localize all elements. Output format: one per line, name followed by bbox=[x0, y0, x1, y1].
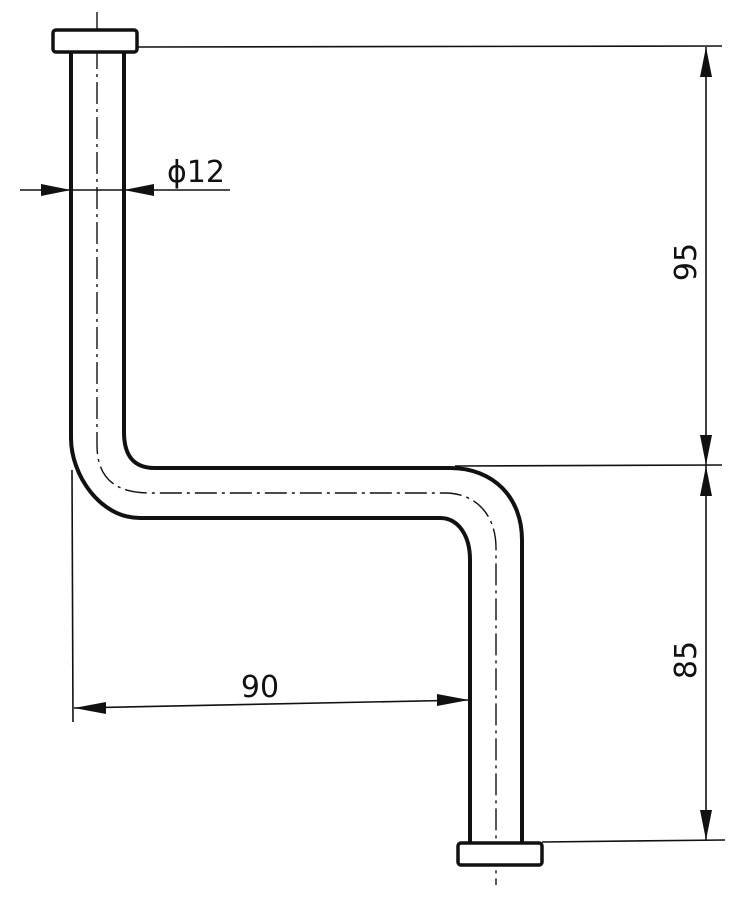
arrowhead-diameter-left bbox=[41, 184, 71, 196]
arrowhead-horizontal-right bbox=[437, 694, 469, 706]
extension-line-left bbox=[71, 469, 74, 723]
diameter-label: ϕ12 bbox=[167, 155, 225, 190]
pipe-inner-contour bbox=[122, 50, 524, 848]
extension-line-top bbox=[136, 45, 723, 48]
pipe-outer-contour bbox=[69, 50, 472, 848]
bottom-flange bbox=[456, 841, 544, 867]
arrowhead-lower-bottom bbox=[700, 810, 712, 840]
pipe-centerline bbox=[96, 12, 497, 885]
lower-height-label: 85 bbox=[669, 641, 704, 679]
upper-height-label: 95 bbox=[669, 243, 704, 281]
horizontal-offset-label: 90 bbox=[241, 670, 279, 705]
arrowhead-horizontal-left bbox=[74, 702, 106, 714]
extension-line-middle bbox=[454, 464, 723, 467]
arrowhead-diameter-right bbox=[124, 184, 154, 196]
arrowhead-upper-top bbox=[700, 47, 712, 77]
extension-line-bottom bbox=[541, 839, 726, 843]
top-flange bbox=[51, 28, 139, 54]
dimension-line-horizontal-offset bbox=[73, 699, 470, 709]
arrowhead-upper-bottom bbox=[700, 435, 712, 465]
arrowhead-lower-top bbox=[700, 466, 712, 496]
